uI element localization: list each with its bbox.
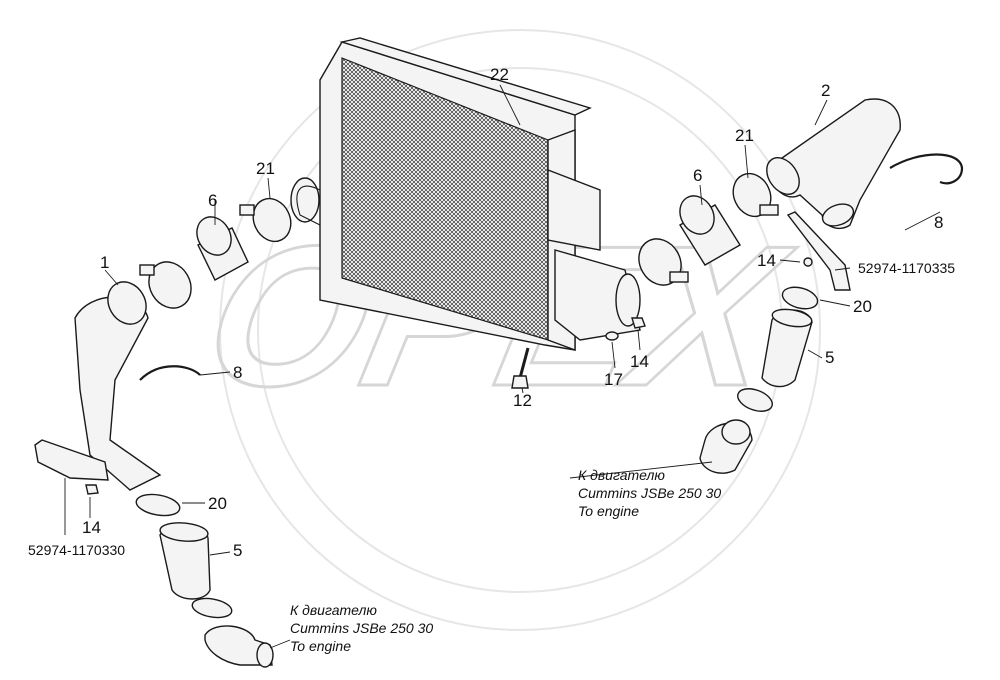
label-6-left: 6 (208, 191, 217, 210)
washer-17 (605, 331, 619, 341)
clamp-left-bottom (191, 597, 233, 619)
note-left: К двигателю Cummins JSBe 250 30 To engin… (290, 602, 433, 654)
note-right: К двигателю Cummins JSBe 250 30 To engin… (578, 467, 721, 519)
label-17: 17 (604, 370, 623, 389)
label-14-bracket-right: 14 (757, 251, 776, 270)
label-20-right: 20 (853, 297, 872, 316)
elbow-left (204, 625, 274, 668)
clamp-left-lower (139, 261, 192, 309)
note-right-line2: Cummins JSBe 250 30 (578, 485, 721, 501)
note-left-line2: Cummins JSBe 250 30 (290, 620, 433, 636)
sleeve-6-left (196, 216, 249, 281)
label-14-nut: 14 (630, 352, 649, 371)
label-bracket-right: 52974-1170335 (858, 260, 955, 276)
hose-5-right (761, 308, 813, 388)
label-22: 22 (490, 65, 509, 84)
label-5-left: 5 (233, 541, 242, 560)
bracket-right (786, 211, 851, 291)
pipe-1 (74, 281, 162, 491)
pipe-2 (766, 98, 901, 230)
clamp-21-right (732, 172, 779, 218)
hose-5-left (159, 522, 211, 600)
clamp-20-left (135, 493, 181, 517)
leader-lines (64, 84, 941, 649)
clamp-right-bottom (737, 388, 773, 412)
label-bracket-left: 52974-1170330 (28, 542, 125, 558)
label-14-left: 14 (82, 518, 101, 537)
label-5-right: 5 (825, 348, 834, 367)
elbow-right (699, 419, 753, 474)
clamp-21-left (239, 197, 292, 243)
note-right-line1: К двигателю (578, 467, 665, 483)
hose-8-right (889, 153, 964, 185)
clamp-20-right (781, 286, 819, 310)
hose-8-left (139, 365, 201, 381)
intercooler-radiator (290, 37, 641, 352)
label-8-right: 8 (934, 213, 943, 232)
label-1: 1 (100, 253, 109, 272)
note-left-line3: To engine (290, 638, 351, 654)
label-20-left: 20 (208, 494, 227, 513)
note-right-line3: To engine (578, 503, 639, 519)
bolt-12 (511, 347, 530, 389)
label-21-left: 21 (256, 159, 275, 178)
label-6-right: 6 (693, 166, 702, 185)
label-12: 12 (513, 391, 532, 410)
note-left-line1: К двигателю (290, 602, 377, 618)
bracket-left (34, 439, 109, 495)
sleeve-6-right (679, 195, 741, 266)
label-2: 2 (821, 81, 830, 100)
label-8-left: 8 (233, 363, 242, 382)
nut-14-center (631, 317, 646, 329)
clamp-right-lower (638, 238, 689, 286)
label-21-right: 21 (735, 126, 754, 145)
